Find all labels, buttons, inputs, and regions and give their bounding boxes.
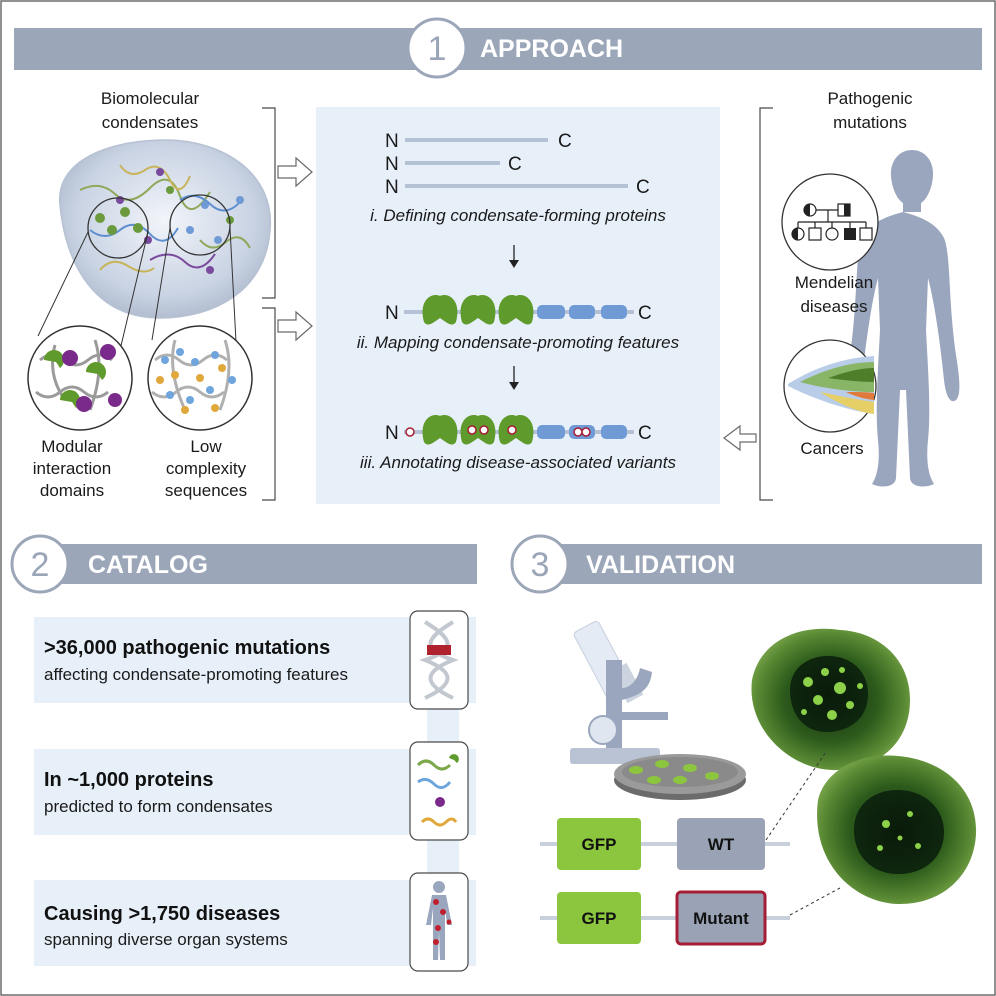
n-terminus-3: N bbox=[385, 177, 399, 198]
approach-section: 1 APPROACH Biomolecular condensates bbox=[14, 17, 982, 504]
approach-title: APPROACH bbox=[480, 35, 623, 63]
mutant-cell-image bbox=[817, 755, 977, 904]
dna-icon bbox=[409, 610, 469, 710]
n-terminus-1: N bbox=[385, 131, 399, 152]
petri-dish-icon bbox=[614, 754, 746, 800]
mutant-construct: GFP Mutant bbox=[540, 890, 790, 946]
down-arrow-2-head bbox=[509, 382, 519, 390]
cancers-label: Cancers bbox=[800, 439, 863, 458]
n-terminus-5: N bbox=[385, 423, 399, 444]
gfp-tag-2-label: GFP bbox=[582, 909, 617, 928]
step2-protein-features: N C bbox=[385, 295, 652, 325]
step3-variant-annotation: N C bbox=[385, 415, 652, 445]
wt-construct: GFP WT bbox=[540, 818, 790, 870]
cancer-evolution-icon bbox=[783, 339, 877, 433]
mendelian-label-line1: Mendelian bbox=[795, 273, 873, 292]
domain-3-icon bbox=[498, 295, 534, 325]
catalog-item-2-detail: predicted to form condensates bbox=[44, 797, 273, 816]
validation-section: 3 VALIDATION bbox=[510, 534, 982, 946]
right-bracket bbox=[759, 107, 773, 501]
n-terminus-2: N bbox=[385, 154, 399, 175]
validation-title: VALIDATION bbox=[586, 551, 735, 579]
low-complexity-label-line2: complexity bbox=[166, 459, 247, 478]
wt-box-label: WT bbox=[708, 835, 735, 854]
modular-label-line1: Modular bbox=[41, 437, 103, 456]
approach-number: 1 bbox=[428, 30, 447, 68]
mendelian-label-line2: diseases bbox=[800, 297, 867, 316]
step1-label: i. Defining condensate-forming proteins bbox=[370, 206, 666, 225]
domain-1-icon bbox=[422, 295, 458, 325]
catalog-number-badge bbox=[10, 534, 70, 594]
wt-box bbox=[677, 818, 765, 870]
catalog-item-3-headline: Causing >1,750 diseases bbox=[44, 903, 280, 925]
step1-protein-lengths: N C N C N C bbox=[385, 131, 650, 198]
c-terminus-1: C bbox=[558, 131, 572, 152]
arrow-to-step1 bbox=[277, 156, 313, 188]
catalog-item-2-headline: In ~1,000 proteins bbox=[44, 769, 214, 791]
arrow-to-step2 bbox=[277, 310, 313, 342]
c-terminus-4: C bbox=[638, 303, 652, 324]
condensates-heading-line1: Biomolecular bbox=[101, 89, 200, 108]
c-terminus-3: C bbox=[636, 177, 650, 198]
mutant-box bbox=[675, 890, 767, 946]
catalog-header-bar bbox=[40, 544, 477, 584]
wt-cell-image bbox=[751, 628, 910, 771]
microscope-icon bbox=[570, 621, 668, 764]
proteins-icon bbox=[409, 741, 469, 841]
modular-label-line3: domains bbox=[40, 481, 104, 500]
down-arrow-1-head bbox=[509, 260, 519, 268]
catalog-item-1-headline: >36,000 pathogenic mutations bbox=[44, 637, 330, 659]
mutations-heading-line1: Pathogenic bbox=[827, 89, 913, 108]
c-terminus-5: C bbox=[638, 423, 652, 444]
mutant-link-line bbox=[789, 887, 841, 916]
approach-number-badge bbox=[406, 17, 468, 79]
validation-number-badge bbox=[510, 534, 570, 594]
catalog-item-2 bbox=[34, 749, 476, 835]
gfp-tag-1-label: GFP bbox=[582, 835, 617, 854]
pedigree-icon bbox=[781, 173, 879, 271]
gfp-tag-2 bbox=[557, 892, 641, 944]
catalog-item-1-detail: affecting condensate-promoting features bbox=[44, 665, 348, 684]
validation-header-bar bbox=[540, 544, 982, 584]
wt-link-line bbox=[765, 751, 827, 841]
catalog-item-3 bbox=[34, 880, 476, 966]
approach-header-bar bbox=[14, 28, 982, 70]
lower-left-bracket bbox=[262, 307, 276, 501]
arrow-from-mutations bbox=[723, 424, 757, 452]
condensates-heading-line2: condensates bbox=[102, 113, 198, 132]
low-complexity-zoom bbox=[147, 325, 253, 431]
catalog-section: 2 CATALOG >36,000 pathogenic mutations a… bbox=[10, 534, 477, 972]
modular-domains-zoom bbox=[27, 325, 133, 431]
validation-number: 3 bbox=[531, 546, 550, 584]
catalog-title: CATALOG bbox=[88, 551, 208, 579]
n-terminus-4: N bbox=[385, 303, 399, 324]
domain-2-icon bbox=[460, 295, 496, 325]
catalog-number: 2 bbox=[31, 546, 50, 584]
modular-label-line2: interaction bbox=[33, 459, 111, 478]
low-complexity-label-line3: sequences bbox=[165, 481, 247, 500]
catalog-item-1 bbox=[34, 617, 476, 703]
mutant-box-label: Mutant bbox=[693, 909, 749, 928]
low-complexity-label-line1: Low bbox=[190, 437, 222, 456]
human-body-icon bbox=[409, 872, 469, 972]
condensate-illustration bbox=[37, 139, 271, 351]
c-terminus-2: C bbox=[508, 154, 522, 175]
step2-label: ii. Mapping condensate-promoting feature… bbox=[357, 333, 680, 352]
step3-label: iii. Annotating disease-associated varia… bbox=[360, 453, 676, 472]
catalog-item-3-detail: spanning diverse organ systems bbox=[44, 930, 288, 949]
mutations-heading-line2: mutations bbox=[833, 113, 907, 132]
upper-left-bracket bbox=[262, 107, 276, 299]
gfp-tag-1 bbox=[557, 818, 641, 870]
